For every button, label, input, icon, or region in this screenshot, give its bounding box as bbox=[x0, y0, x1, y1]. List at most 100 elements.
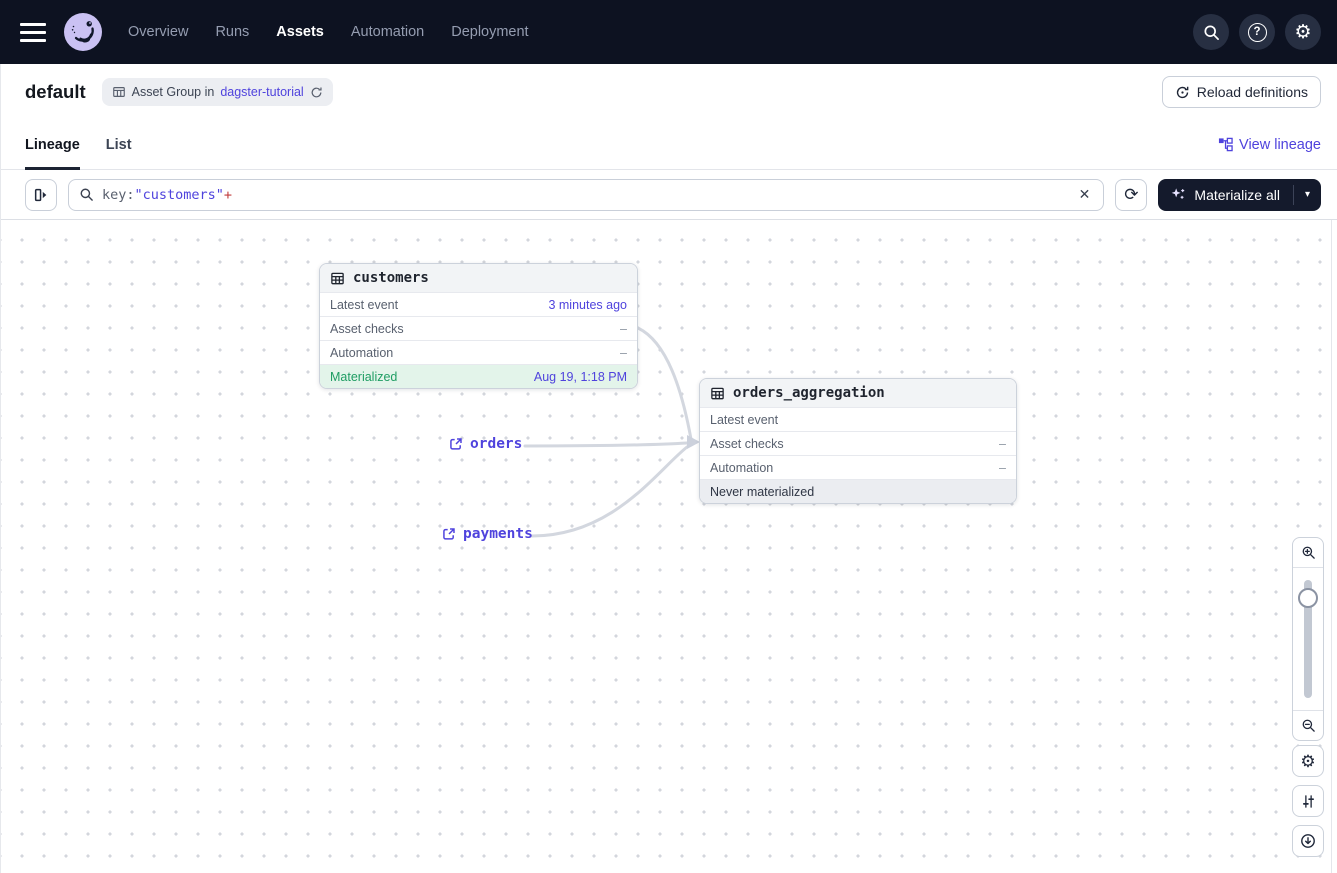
recenter-view-button[interactable] bbox=[1292, 825, 1324, 857]
view-lineage-link[interactable]: View lineage bbox=[1218, 137, 1321, 153]
zoom-out-icon bbox=[1302, 719, 1315, 732]
top-navbar: Overview Runs Assets Automation Deployme… bbox=[0, 0, 1337, 64]
reload-icon bbox=[1176, 86, 1189, 98]
asset-name: orders_aggregation bbox=[733, 385, 885, 401]
code-location-link[interactable]: dagster-tutorial bbox=[220, 85, 304, 99]
row-value[interactable]: 3 minutes ago bbox=[548, 297, 627, 312]
row-label: Latest event bbox=[330, 297, 399, 312]
materialize-all-button[interactable]: Materialize all bbox=[1158, 179, 1293, 211]
reload-definitions-label: Reload definitions bbox=[1196, 84, 1308, 100]
help-button[interactable]: ? bbox=[1239, 14, 1275, 50]
zoom-control-panel bbox=[1292, 537, 1324, 741]
gear-icon: ⚙ bbox=[1294, 21, 1312, 43]
button-divider bbox=[1293, 184, 1294, 205]
table-icon bbox=[710, 386, 725, 401]
node-row-latest-event: Latest event bbox=[700, 407, 1016, 431]
asset-group-badge: Asset Group in dagster-tutorial bbox=[101, 78, 333, 106]
node-row-asset-checks: Asset checks – bbox=[320, 316, 637, 340]
page-content: default Asset Group in dagster-tutorial bbox=[0, 64, 1337, 873]
canvas-right-border bbox=[1331, 220, 1332, 873]
table-icon bbox=[330, 271, 345, 286]
materialize-button-group: Materialize all ▾ bbox=[1158, 178, 1321, 211]
status-badge: Materialized bbox=[330, 369, 398, 384]
asset-group-header: default Asset Group in dagster-tutorial bbox=[1, 64, 1337, 120]
hamburger-menu-icon[interactable] bbox=[20, 22, 46, 42]
status-badge: Never materialized bbox=[710, 484, 815, 499]
toggle-sidebar-button[interactable] bbox=[25, 178, 57, 211]
row-value: – bbox=[620, 345, 627, 360]
search-icon bbox=[1203, 24, 1219, 40]
page-title: default bbox=[25, 81, 86, 102]
gear-icon: ⚙ bbox=[1300, 751, 1316, 771]
row-value: – bbox=[620, 321, 627, 336]
asset-node-header[interactable]: customers bbox=[320, 264, 637, 292]
asset-node-orders-aggregation[interactable]: orders_aggregation Latest event Asset ch… bbox=[699, 378, 1017, 504]
lineage-toolbar: key:"customers"+ ✕ ⟳ Materialize all ▾ bbox=[1, 170, 1337, 220]
nav-item-runs[interactable]: Runs bbox=[215, 24, 250, 40]
zoom-slider-thumb[interactable] bbox=[1298, 588, 1318, 608]
row-label: Latest event bbox=[710, 412, 779, 427]
primary-nav: Overview Runs Assets Automation Deployme… bbox=[128, 24, 529, 40]
lineage-graph-icon bbox=[1218, 137, 1233, 152]
tab-lineage-label: Lineage bbox=[25, 136, 80, 153]
dagster-logo[interactable] bbox=[64, 13, 102, 51]
row-value: – bbox=[999, 436, 1006, 451]
materialize-all-label: Materialize all bbox=[1194, 186, 1280, 203]
search-query-text: key:"customers"+ bbox=[102, 186, 233, 203]
lineage-edges bbox=[523, 326, 700, 538]
asset-node-header[interactable]: orders_aggregation bbox=[700, 379, 1016, 407]
materialize-options-dropdown[interactable]: ▾ bbox=[1294, 179, 1321, 211]
graph-settings-button[interactable]: ⚙ bbox=[1292, 745, 1324, 777]
status-timestamp[interactable]: Aug 19, 1:18 PM bbox=[533, 369, 627, 384]
node-row-asset-checks: Asset checks – bbox=[700, 431, 1016, 455]
search-icon bbox=[79, 187, 94, 202]
node-status-row: Materialized Aug 19, 1:18 PM bbox=[320, 364, 637, 388]
zoom-slider[interactable] bbox=[1293, 568, 1323, 710]
view-lineage-label: View lineage bbox=[1239, 136, 1321, 153]
row-label: Asset checks bbox=[710, 436, 784, 451]
zoom-out-button[interactable] bbox=[1293, 710, 1323, 740]
row-label: Automation bbox=[710, 460, 774, 475]
zoom-in-icon bbox=[1302, 546, 1315, 559]
chevron-down-icon: ▾ bbox=[1304, 189, 1311, 200]
filter-sliders-icon bbox=[1302, 794, 1314, 808]
recenter-icon bbox=[1301, 834, 1315, 848]
asset-node-customers[interactable]: customers Latest event 3 minutes ago Ass… bbox=[319, 263, 638, 389]
tab-list[interactable]: List bbox=[106, 120, 132, 169]
external-link-icon bbox=[449, 437, 463, 451]
table-icon bbox=[112, 85, 126, 99]
row-label: Asset checks bbox=[330, 321, 404, 336]
node-row-latest-event: Latest event 3 minutes ago bbox=[320, 292, 637, 316]
zoom-slider-track[interactable] bbox=[1304, 580, 1312, 698]
zoom-in-button[interactable] bbox=[1293, 538, 1323, 568]
node-status-row: Never materialized bbox=[700, 479, 1016, 503]
nav-item-automation[interactable]: Automation bbox=[350, 24, 425, 40]
asset-name: customers bbox=[353, 270, 429, 286]
reload-definitions-button[interactable]: Reload definitions bbox=[1161, 76, 1321, 108]
clear-search-button[interactable]: ✕ bbox=[1078, 186, 1091, 202]
node-row-automation: Automation – bbox=[700, 455, 1016, 479]
tab-list-label: List bbox=[105, 136, 132, 153]
nav-item-overview[interactable]: Overview bbox=[128, 24, 189, 40]
refresh-graph-button[interactable]: ⟳ bbox=[1115, 178, 1148, 211]
external-asset-orders[interactable]: orders bbox=[449, 436, 522, 452]
sparkle-icon bbox=[1172, 188, 1185, 199]
open-panel-icon bbox=[34, 188, 47, 201]
row-label: Automation bbox=[330, 345, 394, 360]
global-search-button[interactable] bbox=[1193, 14, 1229, 50]
user-settings-button[interactable]: ⚙ bbox=[1285, 14, 1321, 50]
external-asset-payments[interactable]: payments bbox=[442, 526, 533, 542]
help-icon: ? bbox=[1247, 22, 1267, 42]
tab-lineage[interactable]: Lineage bbox=[25, 120, 80, 170]
badge-prefix: Asset Group in bbox=[131, 85, 215, 99]
graph-filters-button[interactable] bbox=[1292, 785, 1324, 817]
lineage-graph-canvas[interactable]: customers Latest event 3 minutes ago Ass… bbox=[1, 220, 1337, 873]
nav-item-deployment[interactable]: Deployment bbox=[451, 24, 529, 40]
nav-item-assets[interactable]: Assets bbox=[276, 24, 324, 40]
sync-icon[interactable] bbox=[310, 86, 323, 99]
asset-search-input[interactable]: key:"customers"+ ✕ bbox=[68, 178, 1105, 211]
external-asset-label: orders bbox=[470, 436, 523, 452]
external-asset-label: payments bbox=[463, 526, 533, 542]
external-link-icon bbox=[442, 527, 456, 541]
row-value: – bbox=[999, 460, 1006, 475]
